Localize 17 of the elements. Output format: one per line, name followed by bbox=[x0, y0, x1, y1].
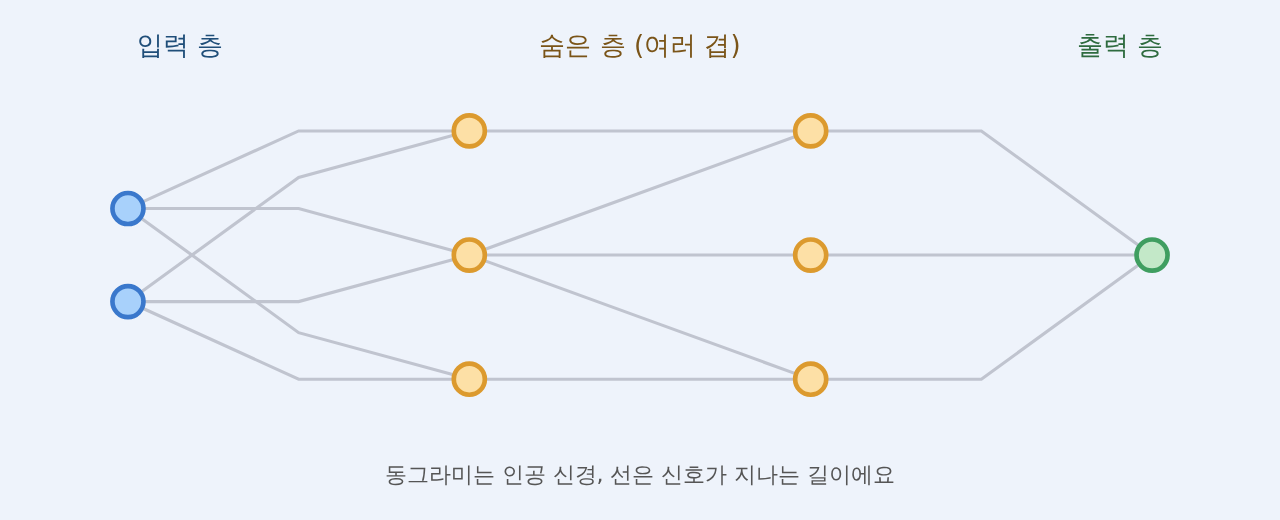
layer-heading: 숨은 층 (여러 겹) bbox=[539, 29, 741, 62]
connection-line bbox=[139, 216, 455, 377]
neuron-circle bbox=[792, 237, 829, 273]
neuron-circle bbox=[451, 113, 488, 149]
caption: 동그라미는 인공 신경, 선은 신호가 지나는 길이에요 bbox=[384, 461, 896, 489]
layer-heading: 입력 층 bbox=[136, 29, 224, 62]
layer-heading: 출력 층 bbox=[1076, 29, 1164, 62]
connection-line bbox=[826, 129, 1141, 248]
neuron-circle bbox=[792, 113, 829, 149]
neuron-circle bbox=[451, 237, 488, 273]
neuron-circle bbox=[110, 283, 146, 320]
neuron-circle bbox=[110, 190, 146, 227]
neuron-circle bbox=[792, 361, 829, 397]
neuron-circle bbox=[1134, 237, 1170, 273]
connection-line bbox=[826, 262, 1141, 381]
connection-line bbox=[139, 133, 455, 294]
neuron-circle bbox=[451, 361, 488, 397]
